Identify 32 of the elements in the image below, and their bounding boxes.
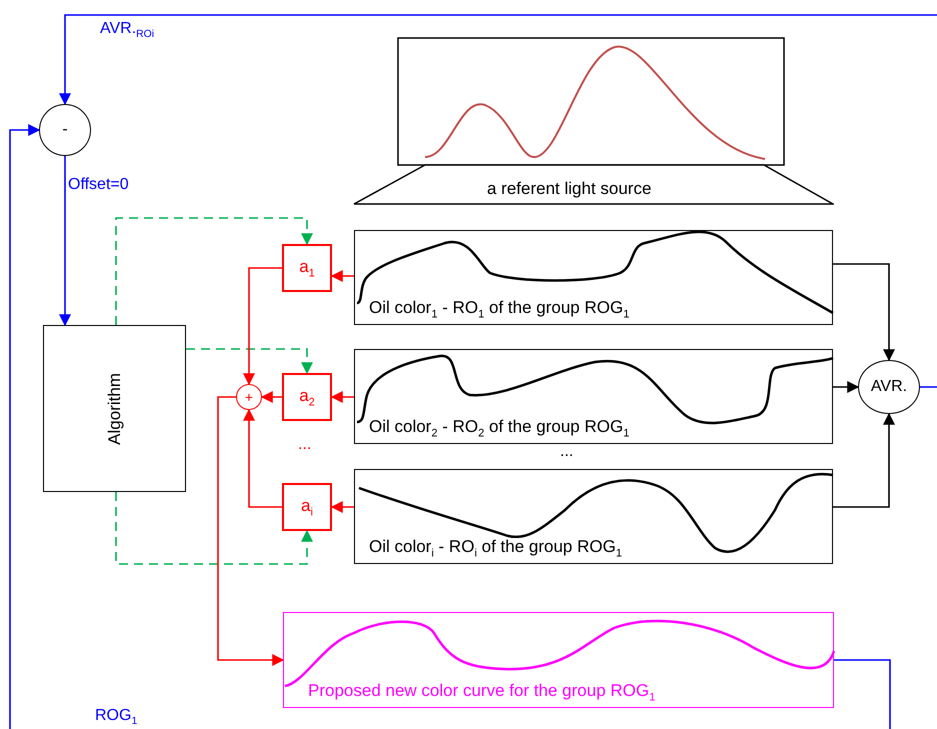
subtract-junction: -: [39, 104, 91, 156]
connector-line: [834, 659, 891, 729]
arrow: [217, 396, 284, 666]
arrow: [59, 156, 71, 326]
light-source-label: a referent light source: [487, 180, 652, 199]
arrow: [833, 263, 895, 362]
spectrum-panel: [354, 469, 833, 564]
arrow: [330, 270, 354, 282]
arrow: [9, 124, 40, 729]
arrow: [115, 217, 313, 325]
arrow: [59, 14, 937, 106]
ellipsis: ...: [298, 436, 312, 454]
arrow: [260, 391, 282, 403]
arrow: [115, 492, 313, 565]
connector-line: [920, 386, 937, 388]
coefficient-block: a$_{1}$: [282, 244, 332, 292]
algorithm-block: Algorithm: [43, 325, 186, 492]
ellipsis: ...: [560, 443, 574, 461]
spectrum-panel: [354, 349, 833, 444]
coefficient-block: a$_{i}$: [282, 483, 332, 531]
arrow: [833, 381, 860, 393]
arrow: [330, 501, 354, 513]
arrow: [186, 348, 313, 374]
arrow: [330, 391, 354, 403]
proposed-curve-panel: [283, 612, 834, 708]
signal-label: ROG$_{1}$: [95, 707, 138, 728]
arrow: [243, 267, 282, 386]
average-block: AVR.: [858, 360, 920, 414]
arrow: [243, 408, 282, 508]
sum-junction: +: [236, 384, 262, 410]
arrow: [833, 412, 895, 508]
coefficient-block: a$_{2}$: [282, 373, 332, 421]
